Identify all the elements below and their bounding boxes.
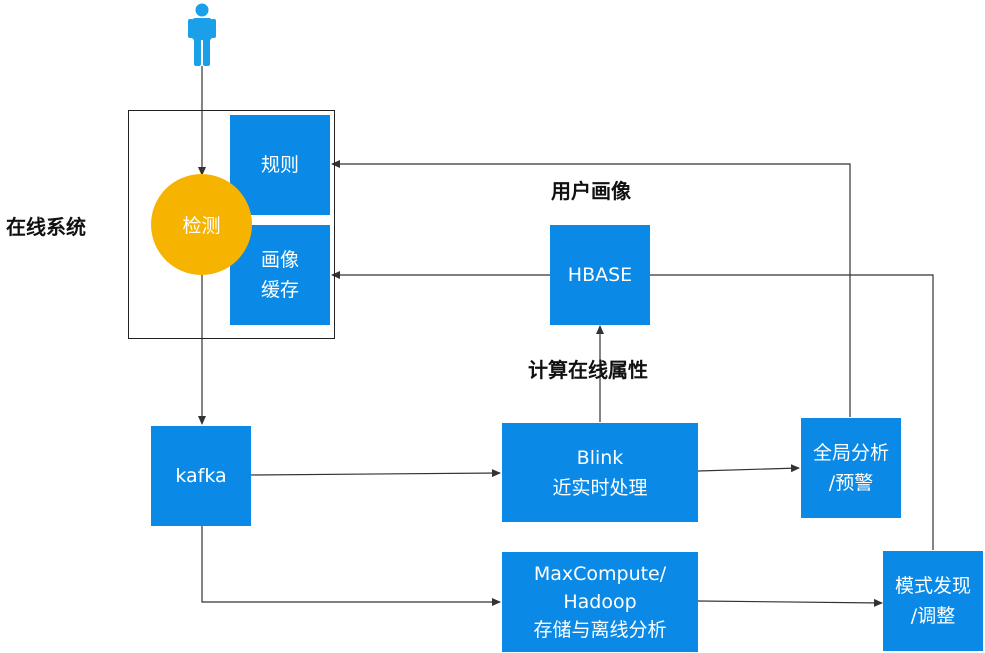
- node-detect: 检测: [151, 174, 252, 275]
- node-global-analysis-line: /预警: [828, 472, 874, 494]
- label-compute-online-attrs: 计算在线属性: [528, 358, 648, 382]
- node-global-analysis-line: 全局分析: [812, 442, 889, 464]
- edge-global-rules: [331, 160, 851, 417]
- node-blink: Blink 近实时处理: [502, 423, 698, 522]
- node-hbase: HBASE: [550, 225, 650, 325]
- node-pattern-line: /调整: [910, 605, 956, 627]
- node-maxcompute-line: 存储与离线分析: [533, 619, 667, 641]
- node-rules: 规则: [230, 115, 330, 215]
- label-online-system: 在线系统: [6, 215, 86, 239]
- node-rules-line: 规则: [260, 154, 299, 176]
- online-system-frame: [128, 110, 335, 339]
- edge-kafka-blink: [249, 469, 501, 478]
- node-maxcompute: MaxCompute/ Hadoop 存储与离线分析: [502, 552, 698, 652]
- node-profile-cache-line: 缓存: [260, 279, 299, 301]
- node-profile-cache-line: 画像: [260, 249, 299, 271]
- edge-maxcompute-pattern: [697, 598, 883, 607]
- node-global-analysis: 全局分析 /预警: [801, 418, 901, 518]
- node-hbase-line: HBASE: [567, 264, 633, 286]
- edge-pattern-hbase: [650, 274, 934, 550]
- edge-kafka-maxcompute: [201, 526, 501, 606]
- node-detect-label: 检测: [182, 215, 221, 237]
- user-icon: [188, 3, 216, 66]
- edge-blink-global: [697, 464, 800, 473]
- node-blink-line: 近实时处理: [552, 476, 648, 499]
- node-kafka-line: kafka: [175, 465, 227, 487]
- node-blink-line: Blink: [576, 446, 624, 469]
- node-maxcompute-line: Hadoop: [563, 591, 637, 613]
- node-pattern: 模式发现 /调整: [883, 551, 983, 651]
- node-kafka: kafka: [151, 426, 251, 526]
- node-maxcompute-line: MaxCompute/: [533, 563, 667, 585]
- label-user-profile: 用户画像: [551, 179, 631, 203]
- node-pattern-line: 模式发现: [894, 575, 971, 597]
